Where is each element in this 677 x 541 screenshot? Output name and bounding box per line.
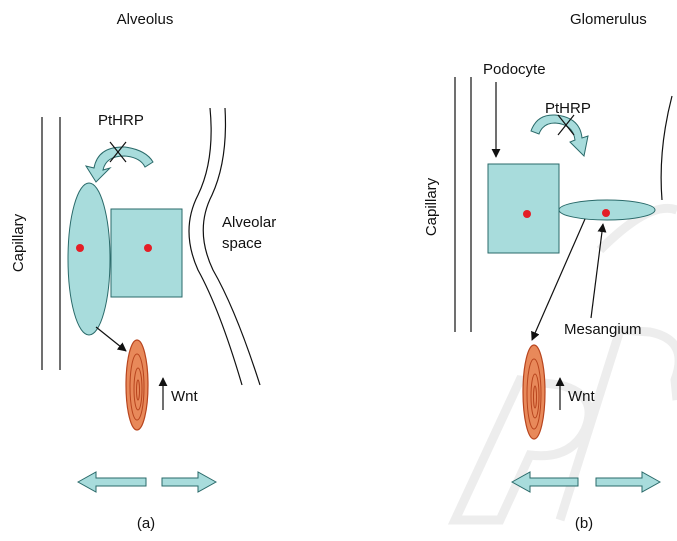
alveolar-space-label-1: Alveolar [222, 214, 276, 231]
panel-a-caption: (a) [137, 515, 155, 532]
alveolar-wall-inner [188, 107, 243, 386]
podocyte-cell [487, 163, 560, 254]
epithelial-cell [110, 208, 183, 298]
mesangium-arrow [590, 223, 607, 319]
fibroblast-cell [522, 344, 546, 440]
capillary-label: Capillary [423, 177, 440, 236]
glomerular-edge [660, 95, 673, 201]
capillary-label: Capillary [10, 213, 27, 272]
interstitial-cell [67, 182, 111, 336]
nucleus-icon [76, 244, 84, 252]
stretch-right-arrow-icon [161, 471, 218, 493]
panel-b: Glomerulus Podocyte Capillary PtHRP Mesa… [423, 11, 673, 532]
panel-b-caption: (b) [575, 515, 593, 532]
nucleus-icon [523, 210, 531, 218]
wnt-label: Wnt [171, 388, 199, 405]
nucleus-icon [144, 244, 152, 252]
stretch-right-arrow-icon [595, 471, 662, 493]
panel-a: Alveolus Capillary Alveolar space PtHRP [10, 11, 276, 532]
pthrp-label: PtHRP [98, 112, 144, 129]
differentiation-arrow [95, 326, 127, 352]
curved-arrow-icon [84, 141, 154, 183]
podocyte-label: Podocyte [483, 61, 546, 78]
panel-b-title: Glomerulus [570, 11, 647, 28]
nucleus-icon [602, 209, 610, 217]
mesangium-label: Mesangium [564, 321, 642, 338]
alveolar-space-label-2: space [222, 235, 262, 252]
wnt-label: Wnt [568, 388, 596, 405]
stretch-left-arrow-icon [76, 471, 147, 493]
stretch-left-arrow-icon [510, 471, 579, 493]
panel-a-title: Alveolus [117, 11, 174, 28]
differentiation-arrow [531, 218, 586, 341]
pthrp-label: PtHRP [545, 100, 591, 117]
curved-arrow-icon [530, 114, 589, 158]
alveolar-wall-outer [202, 107, 261, 386]
fibroblast-cell [125, 339, 149, 431]
